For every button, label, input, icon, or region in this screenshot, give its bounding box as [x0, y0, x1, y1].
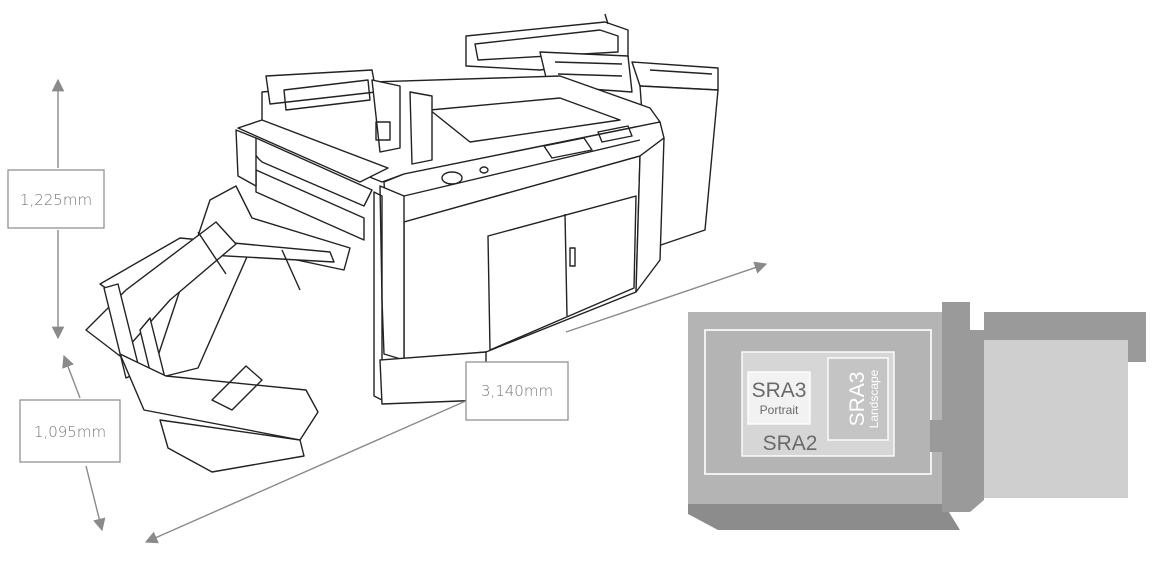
bed-front-edge	[688, 504, 960, 530]
dimension-arrows	[51, 78, 768, 544]
cutting-area-outline	[704, 329, 932, 475]
sra2-label: SRA2	[763, 432, 818, 455]
feeder-side-tab	[1128, 340, 1146, 362]
cutting-machine-illustration	[85, 13, 719, 473]
width-dimension-label: 3,140mm	[465, 361, 569, 421]
sra3-portrait-sub: Portrait	[760, 403, 799, 417]
width-value: 3,140mm	[481, 382, 553, 400]
sra3-landscape-area	[827, 357, 889, 441]
gantry-clamp	[930, 420, 942, 452]
sra3-portrait-area	[747, 371, 811, 425]
sra3-portrait-title: SRA3	[752, 379, 807, 402]
feeder-top-bar	[984, 312, 1146, 340]
sra3-landscape-title: SRA3	[846, 372, 869, 427]
depth-value: 1,095mm	[34, 423, 106, 441]
cutting-bed-schematic: SRA2 SRA3 Portrait SRA3 Landscape	[688, 302, 1146, 530]
depth-dimension-label: 1,095mm	[19, 399, 121, 463]
feeder-tray	[984, 340, 1128, 498]
sra3-landscape-sub: Landscape	[867, 369, 881, 428]
height-value: 1,225mm	[20, 191, 92, 209]
height-dimension-label: 1,225mm	[7, 169, 105, 229]
